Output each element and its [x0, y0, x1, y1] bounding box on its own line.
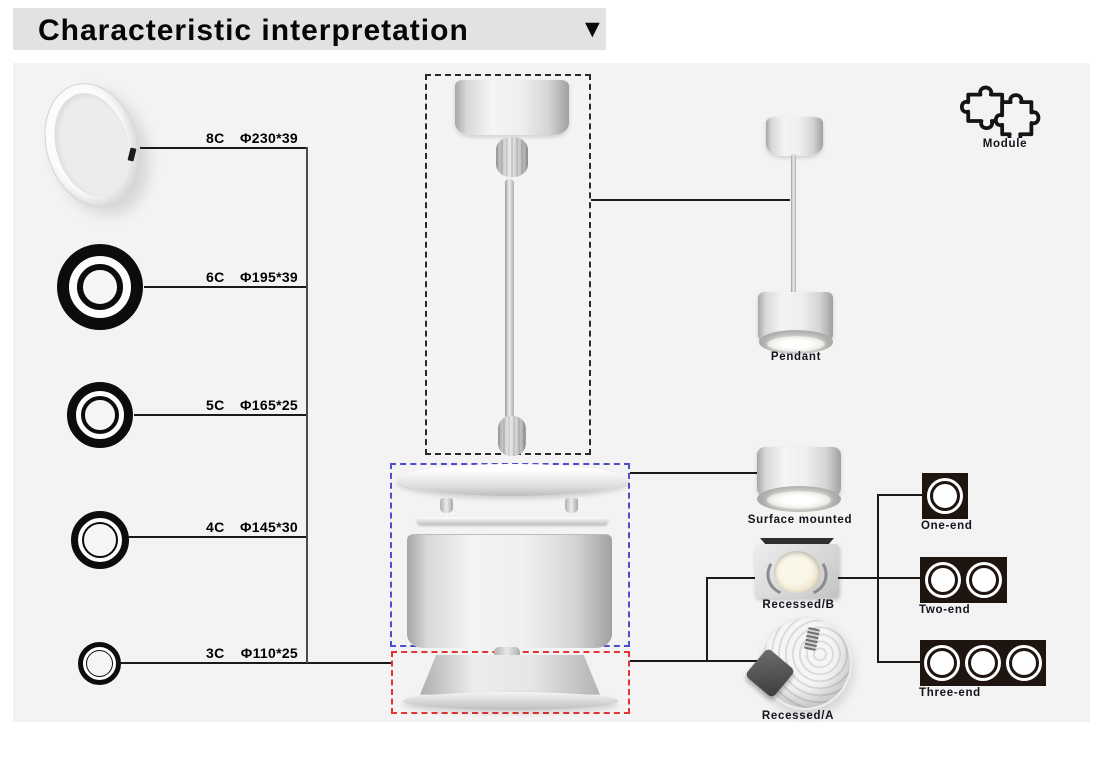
pendant-canopy [766, 117, 823, 156]
base-cone-part [420, 655, 600, 695]
three-end-connector-line [877, 661, 920, 663]
callout-trunk-line [306, 147, 308, 663]
ring-4c-image [71, 511, 129, 569]
surface-connector-line [630, 472, 757, 474]
recessed-a-connector-line [630, 660, 761, 662]
callout-line-3c [120, 662, 391, 664]
screw-right [565, 498, 578, 513]
upper-coupler-part [496, 137, 528, 177]
section-title-bar: Characteristic interpretation ▼ [13, 8, 606, 50]
collapse-triangle-icon[interactable]: ▼ [580, 15, 605, 43]
pendant-rod [791, 154, 796, 296]
ends-trunk-line [877, 494, 879, 662]
lower-coupler-part [498, 416, 526, 456]
recessed-b-label: Recessed/B [762, 599, 835, 611]
recessed-a-label: Recessed/A [761, 710, 835, 722]
ring-3c-image [78, 642, 121, 685]
one-end-image [922, 473, 968, 519]
recessed-b-connector-line [706, 577, 757, 579]
callout-line-6c [144, 286, 307, 288]
ceiling-canopy-part [455, 80, 569, 135]
mounting-bar-part [417, 517, 608, 525]
three-end-label: Three-end [919, 687, 981, 699]
trim-plate-part [397, 464, 628, 496]
one-end-connector-line [877, 494, 922, 496]
two-end-image [920, 557, 1007, 603]
pendant-lens [767, 336, 825, 352]
recessed-b-lens [774, 551, 820, 593]
surface-mounted-label: Surface mounted [747, 514, 853, 526]
recessed-junction-vline [706, 577, 708, 661]
base-nub [494, 647, 520, 657]
callout-line-8c [140, 147, 307, 149]
three-end-image [920, 640, 1046, 686]
callout-line-5c [134, 414, 307, 416]
pendant-connector-line [591, 199, 790, 201]
ring-5c-image [67, 382, 133, 448]
light-body-part [407, 534, 612, 648]
module-puzzle-icon [960, 85, 1041, 138]
one-end-label: One-end [921, 520, 973, 532]
callout-line-4c [128, 536, 307, 538]
pendant-label: Pendant [770, 351, 822, 363]
ring-6c-image [57, 244, 143, 330]
surface-lens [767, 491, 831, 509]
page-title: Characteristic interpretation [38, 14, 469, 47]
suspension-rod-part [505, 179, 514, 419]
screw-left [440, 498, 453, 513]
two-end-label: Two-end [919, 604, 971, 616]
base-flange-part [403, 692, 618, 710]
module-label: Module [982, 138, 1028, 150]
two-end-connector-line [838, 577, 920, 579]
